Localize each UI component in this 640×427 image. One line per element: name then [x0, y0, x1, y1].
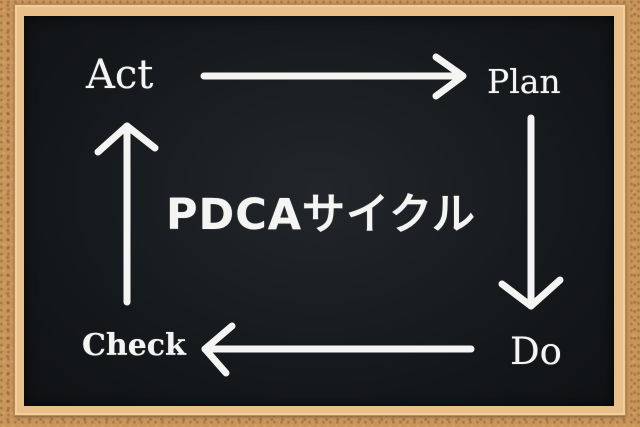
diagram-title: PDCAサイクル: [166, 190, 476, 240]
step-act: Act: [86, 52, 154, 98]
arrow-act-to-plan: [200, 53, 467, 100]
step-do: Do: [510, 330, 562, 373]
arrow-plan-to-do: [498, 114, 564, 310]
step-plan: Plan: [487, 62, 561, 101]
arrow-check-to-act: [94, 122, 159, 306]
chalkboard: [24, 16, 614, 406]
step-check: Check: [82, 328, 186, 363]
arrow-do-to-check: [201, 322, 475, 377]
